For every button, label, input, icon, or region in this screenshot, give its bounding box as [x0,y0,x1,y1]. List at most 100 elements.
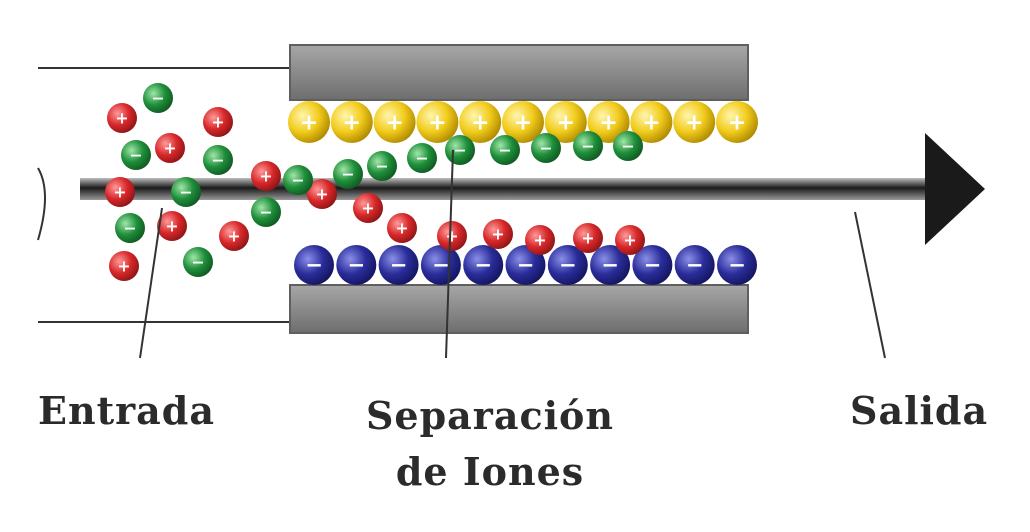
plus-ion-icon-sign: + [115,108,128,127]
yellow-ion: + [373,101,416,143]
blue-ion: − [674,245,715,285]
minus-ion-icon-sign: − [539,138,552,157]
plus-ion-icon-sphere [353,193,383,223]
plus-ion-icon-sign: + [211,112,224,131]
minus-ion-icon-sphere [121,140,151,170]
minus-ion-icon-sign: − [415,148,428,167]
yellow-ion: + [330,101,373,143]
yellow-ion: + [630,101,673,143]
plus-ion-icon: + [387,213,417,243]
minus-ion-icon-sign: − [123,218,136,237]
blue-ion-sphere [590,245,631,285]
minus-ion-icon: − [171,177,201,207]
blue-ion: − [336,245,377,285]
plus-ion-icon-sphere [203,107,233,137]
separation-label: Separación de Iones [365,393,614,494]
outlet-leader-line [854,211,886,359]
blue-ion-sphere [378,245,419,285]
plus-ion-icon-sphere [387,213,417,243]
yellow-ion-sphere [587,101,630,143]
yellow-ion: + [544,101,587,143]
blue-ion-sign: − [390,253,408,277]
yellow-ion: + [673,101,716,143]
plus-ion-icon-sign: + [361,198,374,217]
yellow-ion: + [288,101,330,143]
plus-ion-icon-sign: + [117,256,130,275]
blue-ion: − [632,245,673,285]
blue-ion-sphere [336,245,377,285]
yellow-ion-sphere [630,101,673,143]
blue-ion-sign: − [644,253,662,277]
yellow-ion-sign: + [599,111,617,136]
plus-ion-icon: + [483,219,513,249]
plus-ion-icon-sign: + [165,216,178,235]
minus-ion-icon-sign: − [291,170,304,189]
plus-ion-icon-sphere [105,177,135,207]
blue-ion: − [717,245,757,285]
plus-ion-icon-sign: + [259,166,272,185]
minus-ion-icon: − [490,135,520,165]
minus-ion-icon-sphere [333,159,363,189]
plus-ion-icon: + [573,223,603,253]
blue-ion-layer: −−−−−−−−−−− [294,245,757,285]
yellow-ion-sphere [459,101,502,143]
yellow-ion-sign: + [514,111,532,136]
plus-ion-icon-sign: + [623,230,636,249]
plus-ion-icon: + [437,221,467,251]
yellow-ion-sphere [330,101,373,143]
minus-ion-icon-sphere [531,133,561,163]
plus-ion-icon-sphere [437,221,467,251]
minus-ion-icon: − [121,140,151,170]
minus-ion-icon-sign: − [179,182,192,201]
blue-ion: − [294,245,334,285]
minus-ion-icon-sign: − [259,202,272,221]
minus-ion-icon-sign: − [191,252,204,271]
minus-ion-icon-sphere [203,145,233,175]
blue-ion-sign: − [517,253,535,277]
minus-ion-icon-sign: − [375,156,388,175]
plus-ion-icon: + [107,103,137,133]
yellow-ion-sign: + [428,111,446,136]
blue-ion-sphere [420,245,461,285]
minus-ion-icon: − [143,83,173,113]
minus-ion-icon: − [115,213,145,243]
plus-ion-icon-sphere [615,225,645,255]
plus-ion-icon-sphere [107,103,137,133]
free-ions: +++++++++++−−−−−−−−−−−−−−−−+++++ [105,83,645,281]
plus-ion-icon-sphere [251,161,281,191]
plus-ion-icon-sphere [573,223,603,253]
minus-ion-icon: − [203,145,233,175]
yellow-ion-sign: + [557,111,575,136]
blue-ion-sphere [294,245,334,285]
blue-ion-sign: − [728,253,746,277]
yellow-ion-sign: + [343,111,361,136]
minus-ion-icon-sphere [183,247,213,277]
plus-ion-icon-sign: + [491,224,504,243]
plus-ion-icon-sign: + [581,228,594,247]
blue-ion: − [378,245,419,285]
plus-ion-icon: + [251,161,281,191]
plus-ion-icon-sphere [109,251,139,281]
minus-ion-icon-sign: − [151,88,164,107]
blue-ion-sphere [463,245,504,285]
yellow-ion: + [416,101,459,143]
yellow-ion-sphere [716,101,758,143]
plus-ion-icon: + [353,193,383,223]
outlet-label: Salida [850,388,989,433]
minus-ion-icon-sign: − [621,136,634,155]
separation-leader-line [445,149,454,359]
yellow-ion: + [502,101,544,143]
minus-ion-icon: − [407,143,437,173]
blue-ion-sphere [717,245,757,285]
blue-ion-sign: − [601,253,619,277]
plus-ion-icon: + [155,133,185,163]
plus-ion-icon: + [219,221,249,251]
minus-ion-icon-sphere [143,83,173,113]
blue-ion-sign: − [432,253,450,277]
blue-ion-sign: − [686,253,704,277]
plus-ion-icon-sign: + [395,218,408,237]
minus-ion-icon: − [613,131,643,161]
minus-ion-icon: − [445,135,475,165]
plus-ion-icon: + [615,225,645,255]
